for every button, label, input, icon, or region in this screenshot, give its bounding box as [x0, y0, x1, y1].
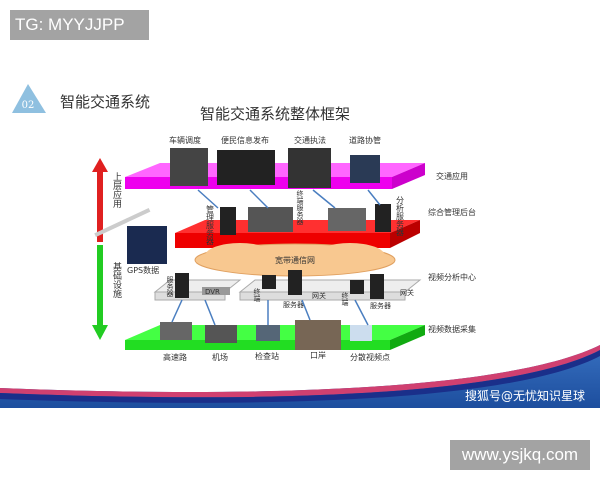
layer-traffic-apps: 车辆调度 便民信息发布 交通执法 道路协管 [125, 135, 425, 189]
svg-text:宽带通信网: 宽带通信网 [275, 255, 315, 265]
svg-text:高速路: 高速路 [163, 352, 187, 362]
svg-text:车辆调度: 车辆调度 [169, 135, 201, 145]
svg-text:服务器: 服务器 [370, 301, 391, 310]
gps-image [127, 226, 167, 264]
svg-text:分析服务器: 分析服务器 [396, 196, 405, 237]
svg-text:便民信息发布: 便民信息发布 [221, 135, 269, 145]
label-traffic-apps: 交通应用 [436, 171, 468, 181]
label-management: 综合管理后台 [428, 207, 476, 217]
connector-arrows [171, 189, 381, 326]
svg-text:终端服务器: 终端服务器 [296, 189, 304, 226]
divider-bar [94, 208, 151, 238]
network-cloud: 宽带通信网 [194, 243, 396, 277]
gps-label: GPS数据 [127, 265, 159, 275]
down-arrow-icon [92, 245, 108, 340]
watermark-tg: TG: MYYJJPP [10, 10, 149, 40]
up-arrow-icon [92, 158, 108, 242]
label-video-analysis: 视频分析中心 [428, 272, 476, 282]
down-label: 基础设施 [111, 261, 122, 299]
svg-text:机场: 机场 [212, 352, 228, 362]
svg-text:网关: 网关 [312, 291, 326, 300]
svg-text:检查站: 检查站 [255, 351, 279, 361]
svg-text:DVR: DVR [205, 288, 220, 296]
svg-text:终端: 终端 [341, 291, 349, 307]
section-number: 02 [22, 100, 35, 111]
source-watermark: 搜狐号@无忧知识星球 [465, 389, 586, 403]
svg-text:管理服务器: 管理服务器 [206, 204, 215, 246]
layer-video-analysis: 服务器 DVR 终端 服务器 网关 终端 服务器 网关 [153, 270, 422, 310]
svg-text:服务器: 服务器 [283, 300, 304, 309]
swoosh-red [0, 345, 600, 398]
svg-text:道路协管: 道路协管 [349, 135, 381, 145]
svg-text:分散视频点: 分散视频点 [350, 352, 390, 362]
svg-text:交通执法: 交通执法 [294, 135, 326, 145]
svg-text:口岸: 口岸 [310, 351, 326, 360]
label-video-capture: 视频数据采集 [428, 324, 476, 334]
svg-text:服务器: 服务器 [166, 276, 174, 298]
layer-video-capture: 高速路 机场 检查站 口岸 分散视频点 [125, 320, 425, 362]
svg-text:终端: 终端 [253, 287, 261, 303]
section-triangle-icon [12, 84, 46, 113]
swoosh-blue [0, 350, 600, 403]
svg-text:网关: 网关 [400, 288, 414, 297]
diagram-title: 智能交通系统整体框架 [200, 105, 351, 123]
section-title: 智能交通系统 [60, 93, 151, 111]
up-label: 上层应用 [111, 172, 122, 209]
watermark-site: www.ysjkq.com [450, 440, 590, 470]
